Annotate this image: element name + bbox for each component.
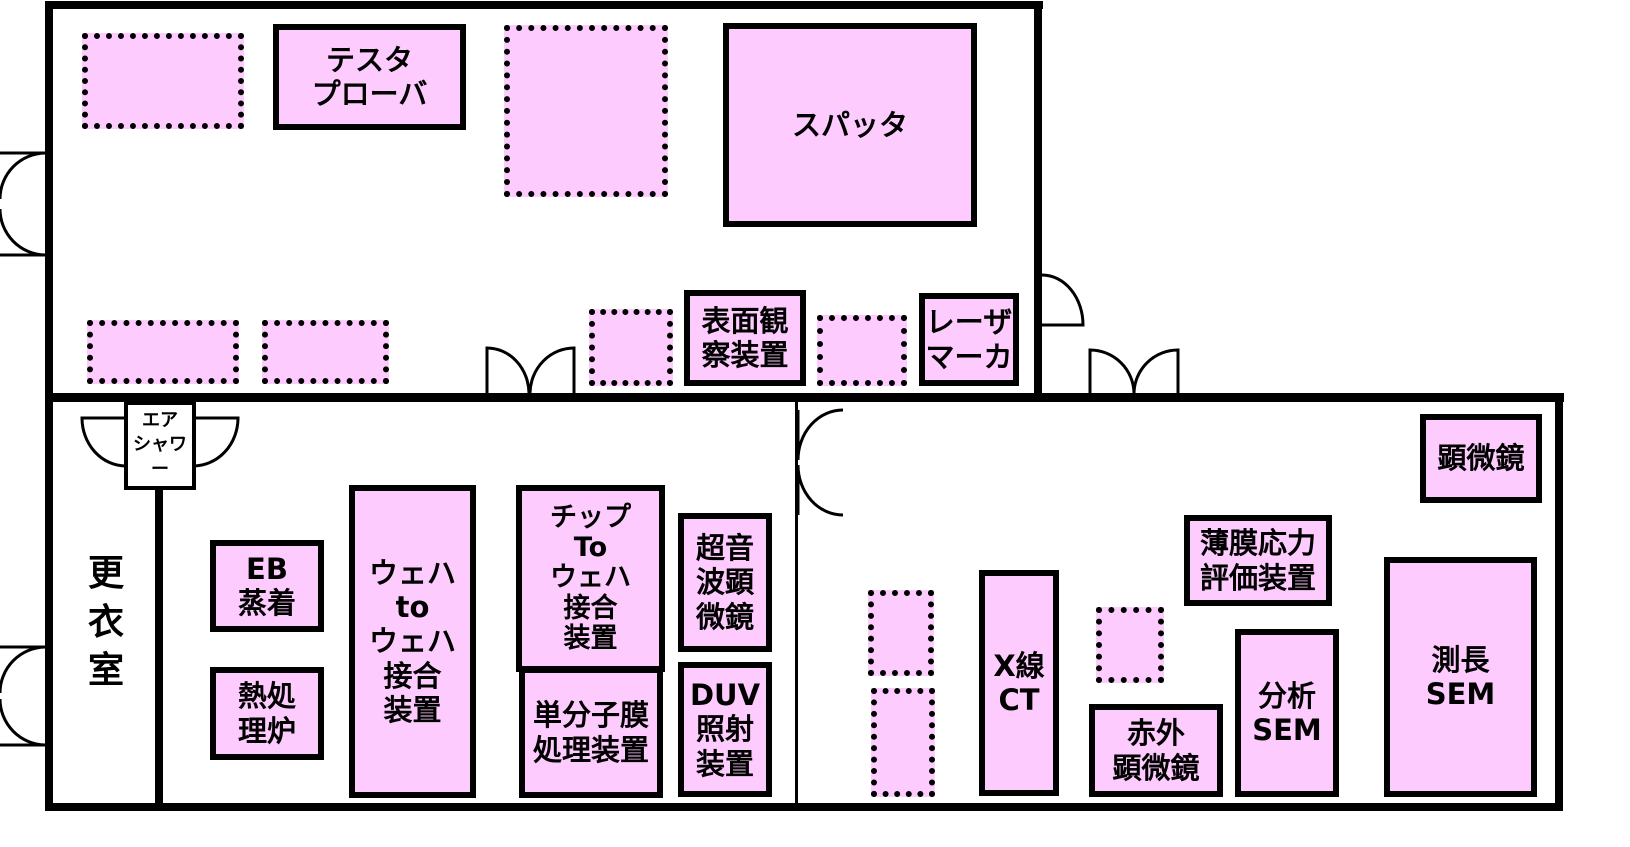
air-shower-label: エア シャワー xyxy=(133,410,187,480)
wall-right-room-right xyxy=(1555,393,1563,811)
equipment-label: 分析 SEM xyxy=(1252,678,1322,747)
equipment-unlabeled-4 xyxy=(262,320,389,384)
equipment-label: 熱処 理炉 xyxy=(237,679,296,748)
equipment-label: X線 CT xyxy=(993,648,1045,717)
equipment-xray-ct: X線 CT xyxy=(979,570,1059,796)
door-left-lower xyxy=(0,645,46,694)
equipment-label: テスタ プローバ xyxy=(311,42,428,111)
equipment-analysis-sem: 分析 SEM xyxy=(1235,629,1339,797)
equipment-unlabeled-3 xyxy=(87,320,239,384)
equipment-label: 超音 波顕 微鏡 xyxy=(695,531,754,634)
equipment-label: 測長 SEM xyxy=(1425,642,1496,711)
equipment-label: 赤外 顕微鏡 xyxy=(1112,716,1200,785)
equipment-ir-microscope: 赤外 顕微鏡 xyxy=(1089,704,1223,797)
wall-room-divider xyxy=(795,400,798,805)
equipment-label: スパッタ xyxy=(791,107,908,142)
equipment-laser-marker: レーザ マーカ xyxy=(919,293,1019,386)
equipment-label: 薄膜応力 評価装置 xyxy=(1199,526,1316,595)
equipment-label: ウェハ to ウェハ 接合 装置 xyxy=(368,555,456,727)
door-top-room-right xyxy=(1041,273,1085,327)
wall-middle-horizontal xyxy=(45,393,1564,402)
equipment-unlabeled-2 xyxy=(504,25,668,197)
air-shower-booth: エア シャワー xyxy=(124,401,196,490)
equipment-sputter: スパッタ xyxy=(723,23,977,227)
equipment-label: 表面観 察装置 xyxy=(701,303,789,372)
equipment-label: DUV 照射 装置 xyxy=(689,678,761,781)
wall-top-room-left xyxy=(45,1,53,809)
equipment-unlabeled-1 xyxy=(82,33,244,129)
equipment-eb-evaporation: EB 蒸着 xyxy=(210,540,324,632)
wall-changing-room-partition xyxy=(155,487,163,807)
equipment-unlabeled-6 xyxy=(817,315,907,386)
equipment-surface-observation: 表面観 察装置 xyxy=(684,290,806,386)
door-right-room-left xyxy=(796,408,844,517)
door-air-shower-right xyxy=(192,416,240,468)
door-air-shower-left xyxy=(80,416,127,468)
wall-bottom xyxy=(45,803,1563,811)
equipment-tester-prober: テスタ プローバ xyxy=(273,24,466,130)
door-left-upper-2 xyxy=(0,208,46,257)
equipment-chip-to-wafer: チップ To ウェハ 接合 装置 xyxy=(516,485,665,672)
wall-top-room-top xyxy=(47,1,1043,9)
door-left-lower-2 xyxy=(0,698,46,747)
equipment-wafer-to-wafer: ウェハ to ウェハ 接合 装置 xyxy=(349,485,476,798)
door-right-room-top xyxy=(1088,348,1180,394)
equipment-ultrasonic-microscope: 超音 波顕 微鏡 xyxy=(678,513,772,652)
equipment-heat-furnace: 熱処 理炉 xyxy=(210,667,324,760)
wall-top-room-right xyxy=(1034,1,1042,401)
equipment-unlabeled-9 xyxy=(1096,607,1164,683)
equipment-unlabeled-5 xyxy=(589,309,673,386)
equipment-label: チップ To ウェハ 接合 装置 xyxy=(550,501,631,654)
door-top-room-bottom xyxy=(485,346,576,394)
equipment-monolayer: 単分子膜 処理装置 xyxy=(519,667,663,798)
equipment-film-stress: 薄膜応力 評価装置 xyxy=(1184,515,1332,606)
door-left-upper xyxy=(0,151,46,200)
equipment-label: 単分子膜 処理装置 xyxy=(532,698,649,767)
equipment-label: レーザ マーカ xyxy=(925,305,1013,374)
equipment-unlabeled-7 xyxy=(868,590,934,676)
changing-room-label: 更 衣 室 xyxy=(87,553,124,692)
equipment-duv: DUV 照射 装置 xyxy=(678,662,772,797)
equipment-label: EB 蒸着 xyxy=(237,551,296,620)
equipment-cd-sem: 測長 SEM xyxy=(1384,557,1537,797)
equipment-unlabeled-8 xyxy=(871,688,935,797)
equipment-label: 顕微鏡 xyxy=(1437,441,1525,476)
equipment-microscope: 顕微鏡 xyxy=(1420,414,1542,503)
